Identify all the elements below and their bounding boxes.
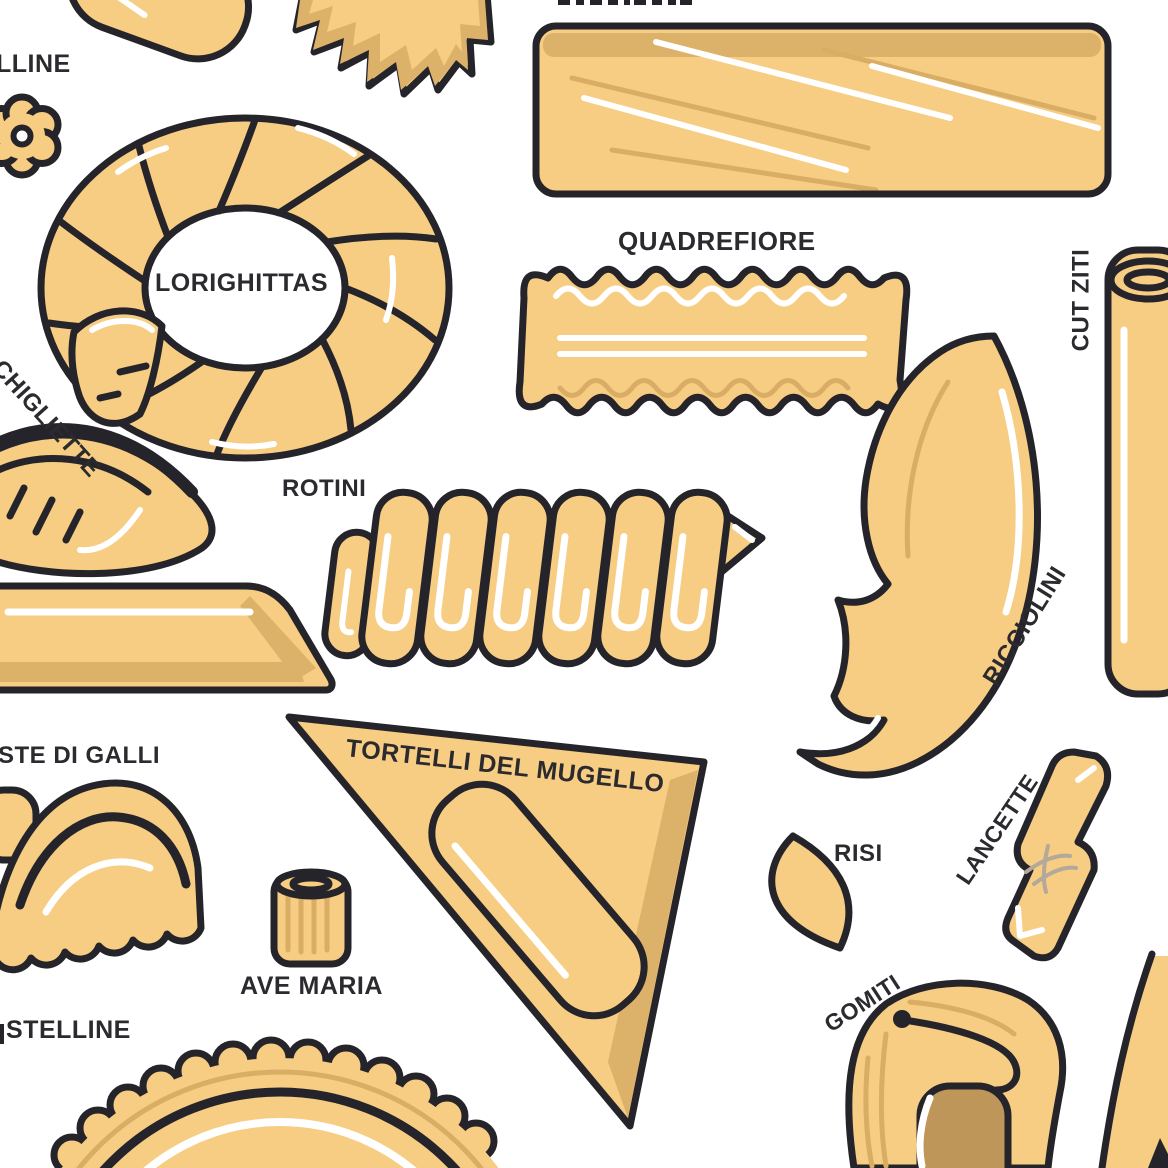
- ricciolini-illustration: [796, 332, 1042, 779]
- risi-illustration: [768, 832, 853, 952]
- lancette-illustration: [1002, 748, 1112, 962]
- ave-maria-illustration: [270, 868, 352, 968]
- label-rotini: ROTINI: [282, 475, 367, 502]
- clipped-label-fragment: [558, 0, 692, 5]
- corner-pasta-illustration: [1098, 950, 1168, 1168]
- quadrefiore-illustration: [515, 265, 911, 417]
- conchigliette-illustration-a: [68, 307, 166, 427]
- lasagna-sheet-illustration: [532, 22, 1112, 198]
- label-risi: RISI: [834, 840, 883, 867]
- conchigliette-illustration-b: [0, 423, 216, 578]
- label-cut-ziti: CUT ZITI: [1067, 248, 1095, 352]
- zigzag-pasta-illustration: [292, 0, 495, 98]
- label-stelline: STELLINE: [6, 1016, 131, 1044]
- gomiti-illustration: [845, 979, 1067, 1168]
- label-lorighittas: LORIGHITTAS: [155, 269, 329, 297]
- label-lline: LLINE: [0, 50, 71, 78]
- clipped-glyph-sliver: [0, 1024, 4, 1044]
- label-ste-di-galli: STE DI GALLI: [0, 742, 160, 769]
- flower-pasta-illustration: [0, 93, 62, 179]
- tortelli-del-mugello-illustration: [285, 713, 708, 1130]
- rotini-illustration: [321, 488, 766, 668]
- scalloped-disc-illustration: [50, 1036, 499, 1168]
- cut-ziti-illustration: [1104, 246, 1168, 698]
- creste-di-galli-illustration: [0, 779, 205, 974]
- label-quadrefiore: QUADREFIORE: [618, 226, 816, 256]
- penne-illustration: [0, 582, 336, 694]
- label-ave-maria: AVE MARIA: [240, 972, 383, 1000]
- log-pasta-illustration: [65, 0, 253, 63]
